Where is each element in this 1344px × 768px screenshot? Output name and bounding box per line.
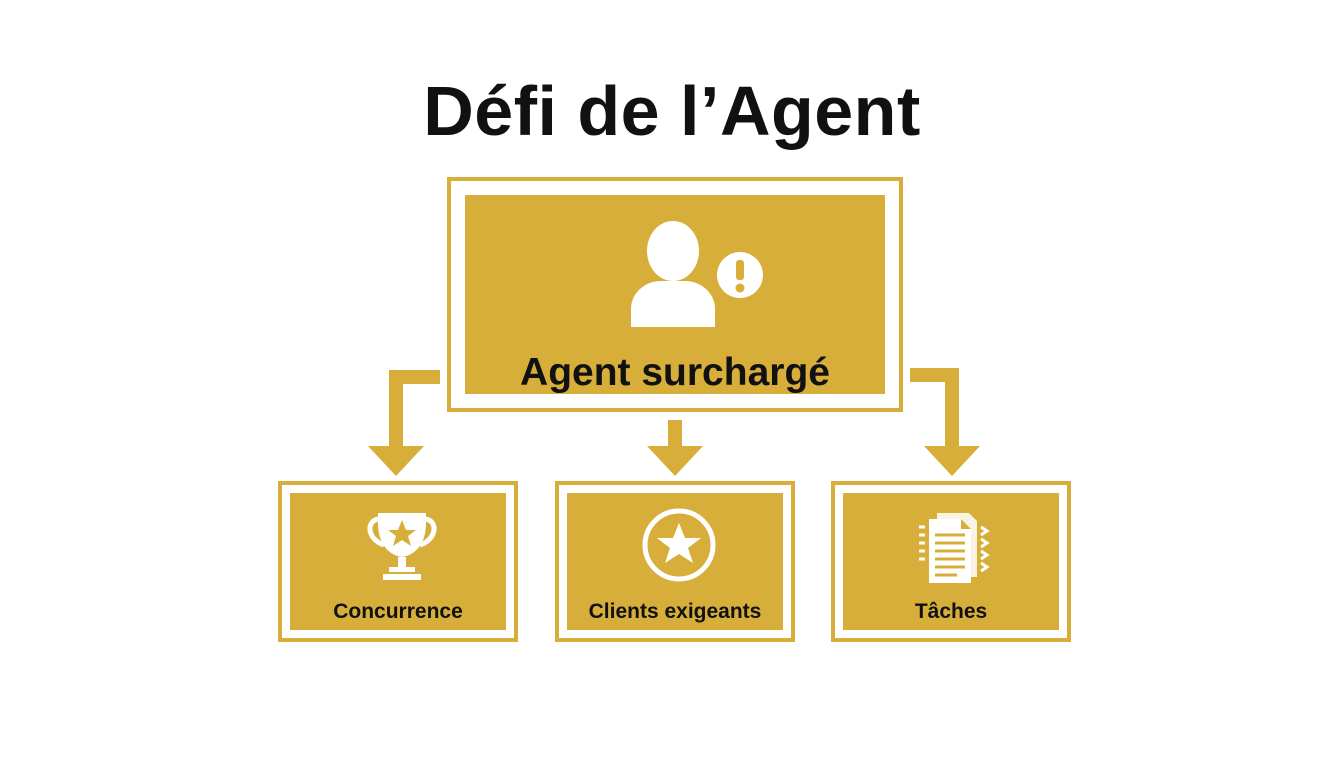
trophy-star-icon <box>367 513 437 580</box>
main-node-fill: Agent surchargé <box>465 195 885 394</box>
child-node-concurrence: Concurrence <box>278 481 518 642</box>
main-node: Agent surchargé <box>447 177 903 412</box>
child-node-label: Clients exigeants <box>588 600 762 623</box>
arrow-to-clients <box>647 420 703 476</box>
diagram-title: Défi de l’Agent <box>423 72 921 150</box>
child-node-fill: Concurrence <box>290 493 506 630</box>
documents-stack-icon <box>919 513 990 583</box>
star-circle-icon <box>642 508 716 582</box>
child-node-label: Concurrence <box>333 600 463 623</box>
child-node-fill: Tâches <box>843 493 1059 630</box>
child-node-fill: Clients exigeants <box>567 493 783 630</box>
main-node-label: Agent surchargé <box>520 351 830 394</box>
arrow-to-concurrence <box>368 370 440 476</box>
child-node-label: Tâches <box>914 600 988 623</box>
arrow-to-taches <box>910 368 980 476</box>
child-node-clients-exigeants: Clients exigeants <box>555 481 795 642</box>
user-alert-icon <box>631 221 763 327</box>
child-node-taches: Tâches <box>831 481 1071 642</box>
